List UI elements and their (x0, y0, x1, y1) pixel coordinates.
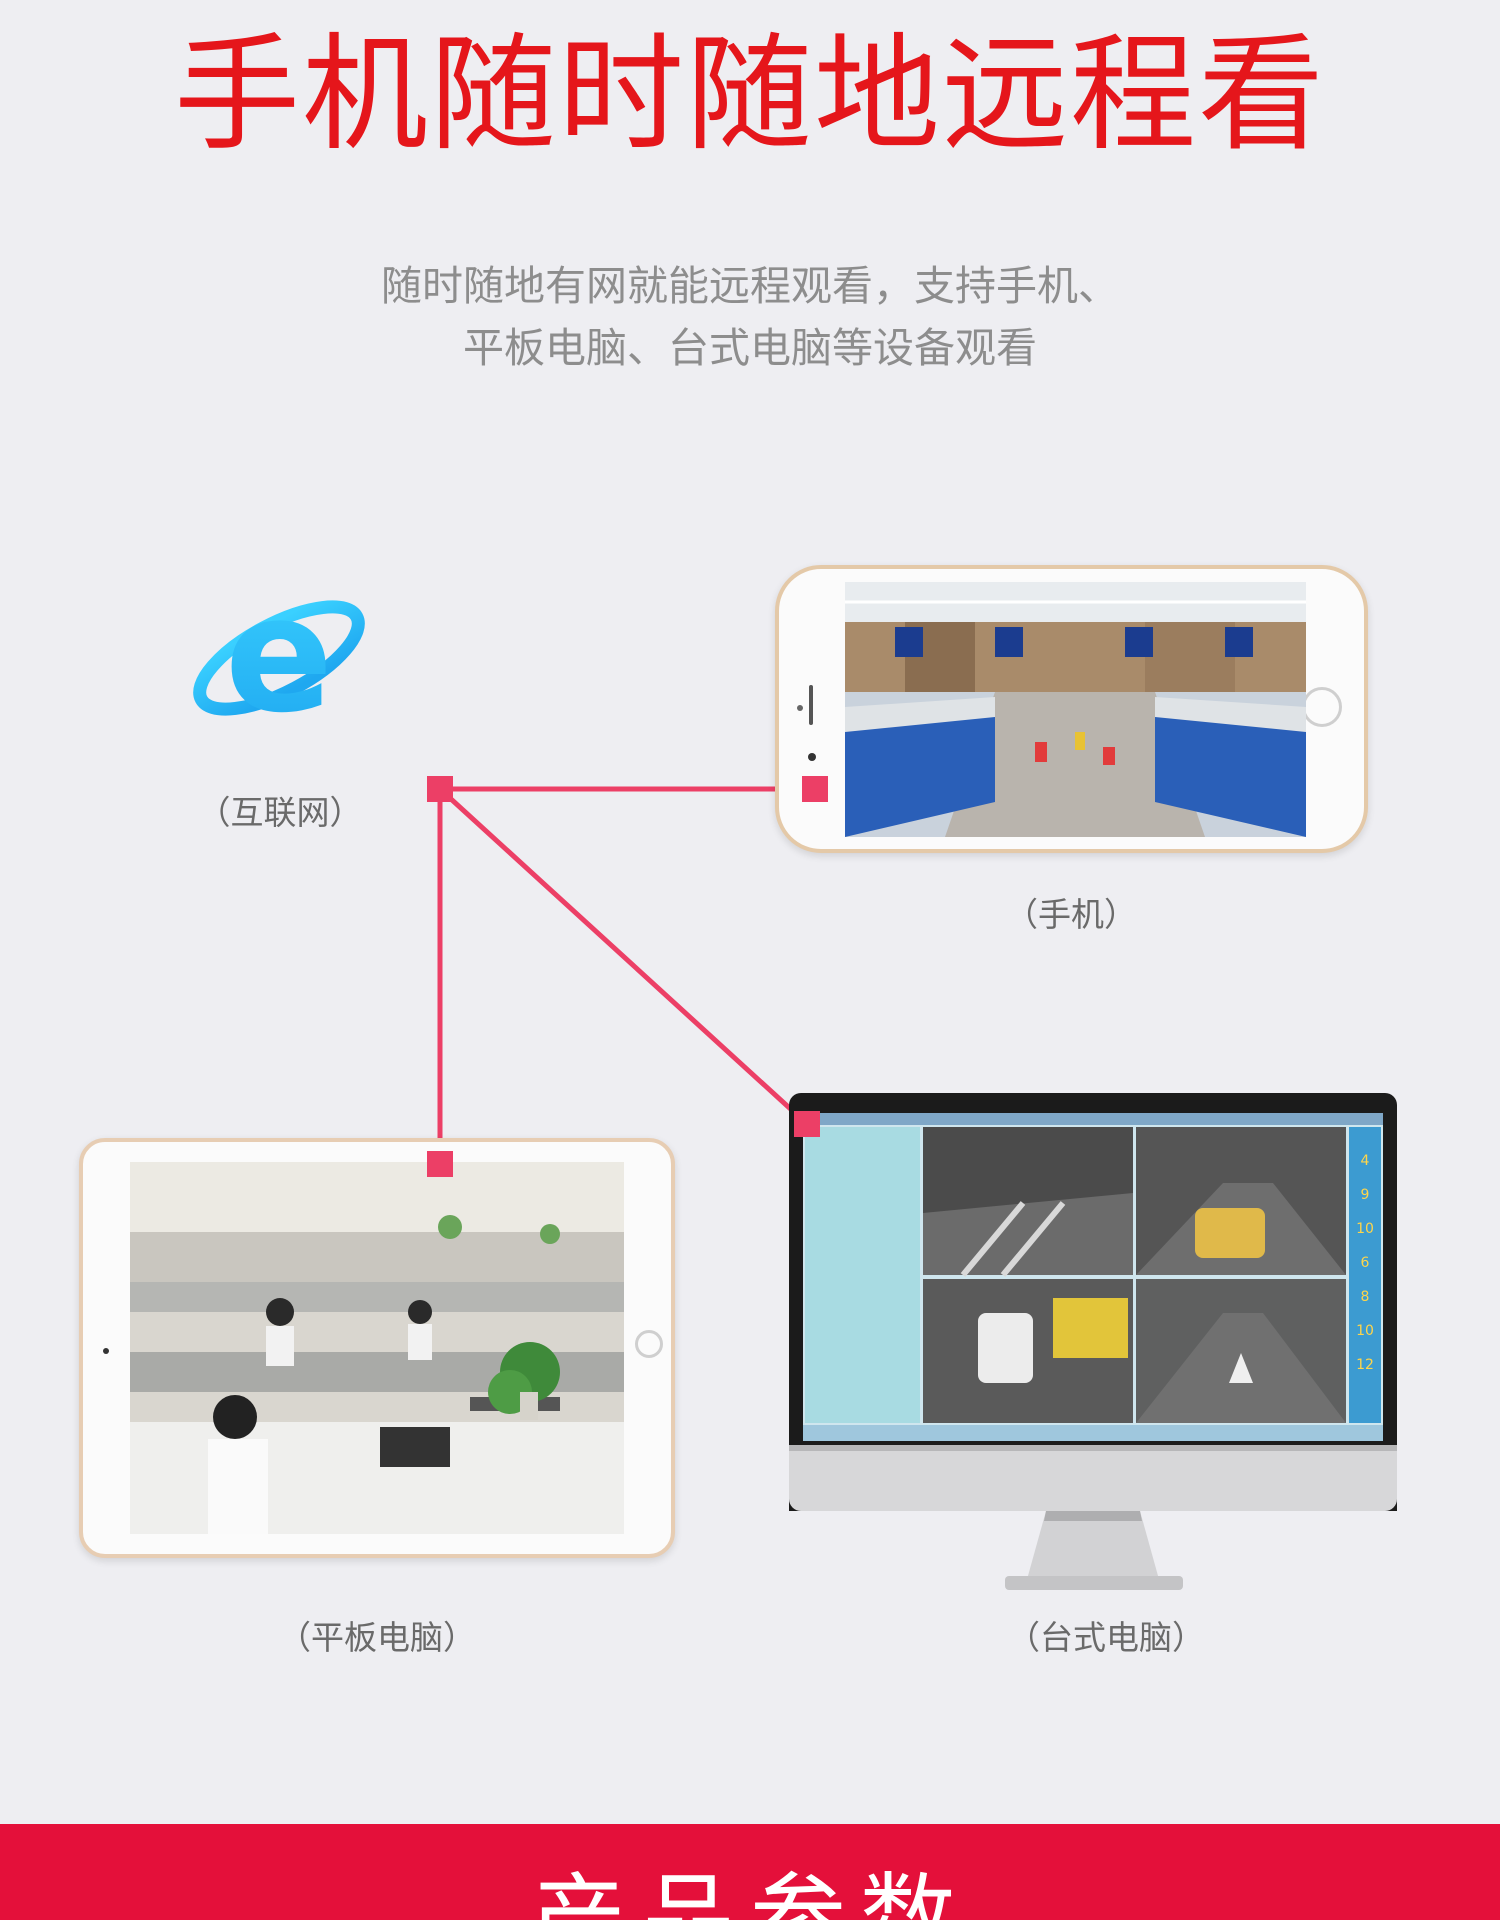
phone-camera (808, 753, 816, 761)
node-tablet (427, 1151, 453, 1177)
node-phone (802, 776, 828, 802)
desktop-screen-traffic-monitoring: 4 9 10 6 8 10 12 (803, 1113, 1383, 1441)
phone-device (775, 565, 1368, 853)
tablet-caption: （平板电脑） (278, 1618, 476, 1657)
page-subtitle: 随时随地有网就能远程观看，支持手机、 平板电脑、台式电脑等设备观看 (0, 255, 1500, 379)
monitor-chin (789, 1445, 1397, 1511)
monitor-chin-line (789, 1445, 1397, 1451)
tablet-camera (103, 1348, 109, 1354)
svg-text:e: e (225, 574, 334, 742)
bottom-banner: 产品参数 (0, 1824, 1500, 1920)
phone-screen-supermarket-image (845, 582, 1306, 837)
phone-caption: （手机） (1005, 895, 1137, 934)
subtitle-line-1: 随时随地有网就能远程观看，支持手机、 (381, 262, 1119, 310)
channel-label: 8 (1361, 1289, 1370, 1305)
internet-caption: （互联网） (197, 793, 363, 832)
phone-sensor (797, 705, 803, 711)
tablet-home-button (635, 1330, 663, 1358)
connector-to-desktop (438, 787, 809, 1126)
channel-label: 12 (1356, 1357, 1374, 1373)
channel-label: 10 (1356, 1221, 1374, 1237)
node-internet (427, 776, 453, 802)
channel-label: 9 (1361, 1187, 1370, 1203)
monitor-stand (1026, 1511, 1160, 1583)
banner-title: 产品参数 (530, 1863, 970, 1920)
tablet-device (79, 1138, 675, 1558)
page-headline: 手机随时随地远程看 (174, 21, 1326, 168)
phone-speaker (809, 685, 813, 725)
subtitle-line-2: 平板电脑、台式电脑等设备观看 (463, 324, 1037, 372)
channel-label: 6 (1361, 1255, 1370, 1271)
channel-label: 4 (1361, 1153, 1370, 1169)
tablet-screen-office-image (130, 1162, 624, 1534)
channel-label: 10 (1356, 1323, 1374, 1339)
desktop-caption: （台式电脑） (1007, 1618, 1205, 1657)
monitor-base (1005, 1576, 1183, 1590)
desktop-monitor: 4 9 10 6 8 10 12 (789, 1093, 1397, 1511)
ie-browser-icon: e (193, 574, 365, 742)
node-desktop (794, 1111, 820, 1137)
